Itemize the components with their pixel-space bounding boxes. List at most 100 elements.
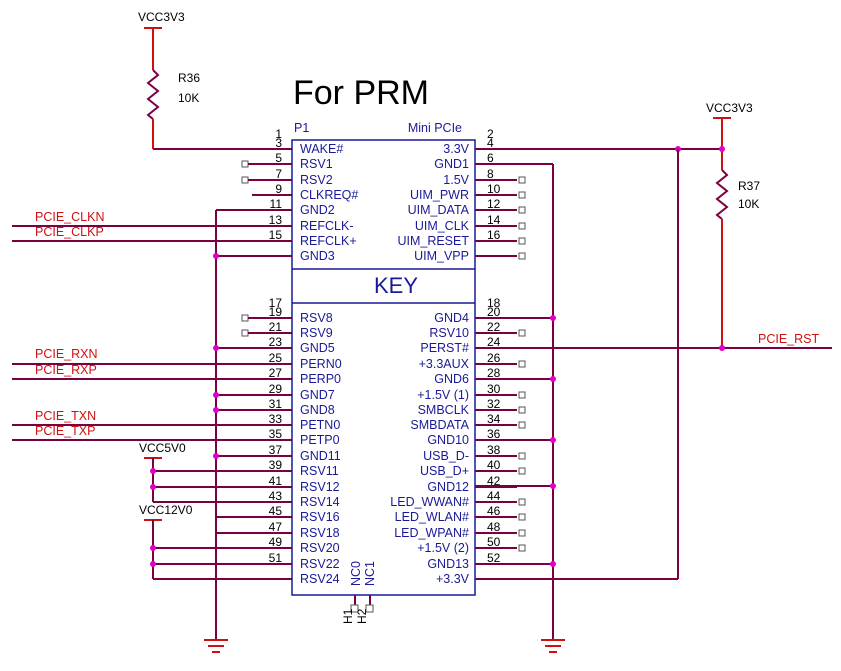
- pin-number: 1: [275, 127, 282, 141]
- vcc5v0-net: VCC5V0: [139, 441, 292, 503]
- pin-number: 43: [269, 489, 283, 503]
- pin-number: 24: [487, 335, 501, 349]
- vcc3v3-right-label: VCC3V3: [706, 101, 753, 115]
- right-pin-row: LED_WPAN#48: [394, 520, 526, 540]
- pin-name: RSV10: [429, 326, 469, 340]
- pcie-signal-nets: PCIE_CLKN PCIE_CLKP PCIE_RXN PCIE_RXP PC…: [12, 210, 292, 441]
- pin-number: 3: [275, 136, 282, 150]
- connector-ref: P1: [294, 121, 309, 135]
- left-pin-row: CLKREQ#9: [252, 182, 358, 202]
- pin-name: GND2: [300, 203, 335, 217]
- pin-number: 12: [487, 197, 501, 211]
- pin-name: UIM_RESET: [397, 234, 469, 248]
- pin-number: 23: [269, 335, 283, 349]
- pin-name: GND13: [427, 557, 469, 571]
- pin-number: 33: [269, 412, 283, 426]
- pin-number: 4: [487, 136, 494, 150]
- schematic-title: For PRM: [293, 74, 429, 112]
- pin-name: SMBDATA: [410, 418, 469, 432]
- left-pin-row: WAKE#3: [252, 136, 343, 156]
- pin-name: GND6: [434, 372, 469, 386]
- pin-number: 25: [269, 351, 283, 365]
- pin-number: 14: [487, 213, 501, 227]
- pin-name: +1.5V (2): [417, 541, 469, 555]
- net-pcie-txp: PCIE_TXP: [35, 424, 95, 438]
- pin-name: SMBCLK: [418, 403, 470, 417]
- pin-number: 51: [269, 551, 283, 565]
- vcc5v0-label: VCC5V0: [139, 441, 186, 455]
- pin-number: 52: [487, 551, 501, 565]
- pin-name: LED_WWAN#: [390, 495, 469, 509]
- pin-name: RSV8: [300, 311, 333, 325]
- connector-type: Mini PCIe: [408, 121, 462, 135]
- pin-name: GND12: [427, 480, 469, 494]
- key-label: KEY: [374, 273, 418, 298]
- pin-name: UIM_CLK: [415, 219, 470, 233]
- pin-number: 19: [269, 305, 283, 319]
- pin-number: 31: [269, 397, 283, 411]
- left-pin-row: RSV8 19: [241, 305, 333, 325]
- pin-name: 1.5V: [443, 173, 469, 187]
- pin-number: 50: [487, 535, 501, 549]
- pin-name: CLKREQ#: [300, 188, 358, 202]
- nc0-label: NC0: [349, 561, 363, 586]
- vcc12v0-net: VCC12V0: [139, 503, 292, 580]
- pin-number: 18: [487, 296, 501, 310]
- pin-number: 49: [269, 535, 283, 549]
- right-pin-row: LED_WLAN#46: [395, 504, 526, 524]
- pin-name: RSV11: [300, 464, 339, 478]
- connector-body: [291, 139, 476, 596]
- net-pcie-rxp: PCIE_RXP: [35, 363, 97, 377]
- pin-number: 13: [269, 213, 283, 227]
- left-misc-wires: [216, 516, 292, 534]
- vcc3v3-top-label: VCC3V3: [138, 10, 185, 24]
- pin-name: GND4: [434, 311, 469, 325]
- right-pin-row: 2: [487, 127, 494, 141]
- right-gnd-bus: [475, 163, 565, 653]
- net-pcie-rxn: PCIE_RXN: [35, 347, 98, 361]
- pin-number: 45: [269, 504, 283, 518]
- pin-name: UIM_VPP: [414, 249, 469, 263]
- pin-name: GND3: [300, 249, 335, 263]
- pin-name: RSV16: [300, 510, 340, 524]
- pin-name: +3.3V: [436, 572, 470, 586]
- pin-name: PETP0: [300, 433, 340, 447]
- pin-name: LED_WLAN#: [395, 510, 469, 524]
- pin-name: +3.3AUX: [419, 357, 470, 371]
- pin-number: 28: [487, 366, 501, 380]
- r36-ref: R36: [178, 71, 200, 85]
- right-pin-row: LED_WWAN# 44: [390, 489, 526, 509]
- pin-number: 11: [270, 197, 283, 211]
- pin-number: 36: [487, 427, 501, 441]
- pin-number: 2: [487, 127, 494, 141]
- right-pin-row: UIM_VPP: [414, 249, 526, 263]
- pin-name: RSV20: [300, 541, 340, 555]
- nc1-label: NC1: [363, 561, 377, 586]
- r36-value: 10K: [178, 91, 199, 105]
- pin-name: GND5: [300, 341, 335, 355]
- pin-name: PERP0: [300, 372, 341, 386]
- vcc12v0-label: VCC12V0: [139, 503, 193, 517]
- pin-name: PERST#: [420, 341, 469, 355]
- pin-name: RSV12: [300, 480, 340, 494]
- pin-number: 47: [269, 520, 283, 534]
- pin-number: 44: [487, 489, 501, 503]
- connector-p1: KEY P1 Mini PCIe NC0 NC1: [291, 121, 476, 596]
- right-pin-row: USB_D+40: [420, 458, 526, 478]
- h2-label: H2: [355, 608, 369, 624]
- net-pcie-rst: PCIE_RST: [758, 332, 819, 346]
- pin-name: REFCLK+: [300, 234, 357, 248]
- pin-name: GND7: [300, 388, 335, 402]
- pin-name: LED_WPAN#: [394, 526, 469, 540]
- pin-number: 10: [487, 182, 501, 196]
- net-pcie-clkn: PCIE_CLKN: [35, 210, 104, 224]
- pin-number: 17: [269, 296, 283, 310]
